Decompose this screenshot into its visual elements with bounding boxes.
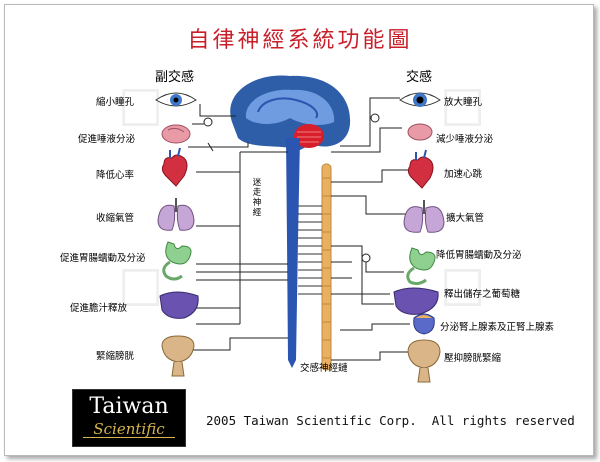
- sympathetic-header: 交感: [406, 70, 433, 85]
- label-inhibit-bladder: 壓抑膀胱緊縮: [444, 353, 502, 364]
- heart-icon: [407, 149, 434, 189]
- eye-icon: [399, 92, 441, 107]
- vagus-nerve-label: 迷走神經: [252, 178, 262, 218]
- label-accelerate-heartbeat: 加速心跳: [444, 169, 483, 180]
- salivary-gland-icon: [161, 124, 191, 144]
- logo-line1: Taiwan: [89, 394, 169, 419]
- parasympathetic-pathways: [186, 104, 288, 351]
- label-constrict-pupil: 縮小瞳孔: [96, 97, 135, 108]
- label-release-glucose: 釋出儲存之葡萄糖: [444, 289, 521, 300]
- label-sympathetic-chain: 交感神經鏈: [300, 363, 348, 374]
- adrenal-gland-icon: [413, 313, 435, 335]
- lungs-icon: [403, 200, 445, 233]
- label-stimulate-bile: 促進膽汁釋放: [70, 303, 128, 314]
- sympathetic-pathways: [331, 97, 412, 361]
- copyright-notice: 2005 Taiwan Scientific Corp. All rights …: [206, 413, 575, 428]
- brain-icon: [230, 75, 351, 150]
- label-constrict-bronchi: 收縮氣管: [96, 213, 135, 224]
- svg-text:□: □: [118, 76, 163, 132]
- liver-icon: [159, 291, 199, 319]
- label-dilate-pupil: 放大瞳孔: [444, 97, 483, 108]
- svg-text:□: □: [440, 76, 485, 132]
- stomach-icon: [406, 247, 436, 286]
- label-contract-bladder: 緊縮膀胱: [96, 351, 135, 362]
- label-secrete-adrenaline: 分泌腎上腺素及正腎上腺素: [440, 322, 555, 333]
- label-stimulate-saliva: 促進唾液分泌: [78, 134, 136, 145]
- lungs-icon: [157, 198, 195, 231]
- logo-line2: Scientific: [93, 420, 165, 438]
- logo-underline: [83, 437, 175, 438]
- bladder-icon: [161, 335, 195, 377]
- parasympathetic-header: 副交感: [155, 70, 195, 85]
- label-dilate-bronchi: 擴大氣管: [446, 213, 485, 224]
- svg-text:□: □: [440, 256, 485, 312]
- stomach-icon: [162, 241, 192, 281]
- sympathetic-chain: [298, 163, 332, 371]
- heart-icon: [161, 147, 188, 187]
- diagram-title: 自律神經系統功能圖: [187, 28, 413, 53]
- label-inhibit-digestion: 降低胃腸蠕動及分泌: [436, 250, 522, 261]
- eye-icon: [155, 92, 197, 107]
- salivary-gland-icon: [407, 123, 433, 141]
- svg-text:□: □: [118, 256, 163, 312]
- background-watermark: □ □ □ □: [118, 76, 485, 312]
- liver-icon: [393, 287, 439, 315]
- spinal-cord: [286, 138, 300, 368]
- label-slow-heartbeat: 降低心率: [96, 170, 135, 181]
- label-stimulate-digestion: 促進胃腸蠕動及分泌: [60, 253, 146, 264]
- bladder-icon: [407, 339, 441, 383]
- label-inhibit-saliva: 減少唾液分泌: [436, 134, 494, 145]
- taiwan-scientific-logo: Taiwan Scientific: [72, 389, 186, 447]
